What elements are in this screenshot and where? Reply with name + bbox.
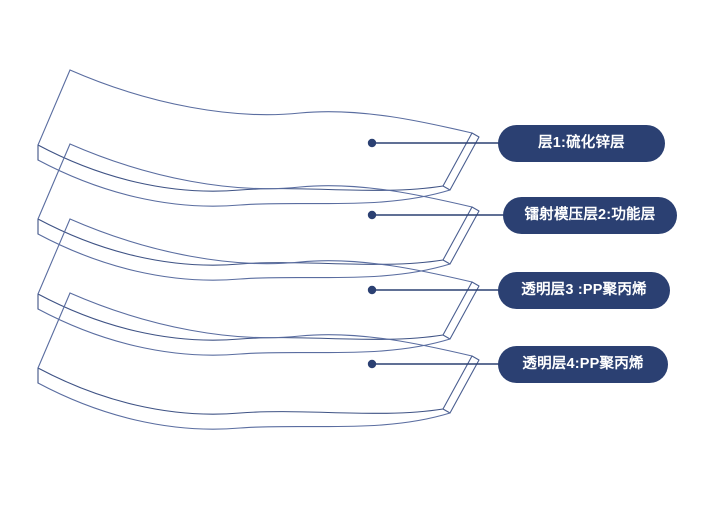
connector-dot-4[interactable] bbox=[367, 359, 377, 369]
connector-dot-3[interactable] bbox=[367, 285, 377, 295]
layer-label-1-text: 层1:硫化锌层 bbox=[538, 135, 625, 152]
layer-label-3[interactable]: 透明层3 :PP聚丙烯 bbox=[498, 272, 670, 309]
layer-label-1[interactable]: 层1:硫化锌层 bbox=[498, 125, 665, 162]
layer-label-2[interactable]: 镭射模压层2:功能层 bbox=[503, 197, 677, 234]
sheet-layer-1 bbox=[37, 69, 480, 207]
connector-dot-2[interactable] bbox=[367, 210, 377, 220]
connector-layer-2 bbox=[367, 210, 505, 220]
layer-label-4-text: 透明层4:PP聚丙烯 bbox=[522, 356, 644, 373]
sheet-layer-4 bbox=[37, 292, 480, 430]
layer-label-2-text: 镭射模压层2:功能层 bbox=[524, 207, 656, 224]
connector-group bbox=[367, 138, 505, 369]
sheet-layer-3 bbox=[37, 218, 480, 356]
connector-layer-1 bbox=[367, 138, 500, 148]
layer-label-3-text: 透明层3 :PP聚丙烯 bbox=[521, 282, 647, 299]
layer-label-4[interactable]: 透明层4:PP聚丙烯 bbox=[498, 346, 668, 383]
connector-layer-4 bbox=[367, 359, 500, 369]
sheet-group bbox=[37, 69, 480, 430]
connector-layer-3 bbox=[367, 285, 500, 295]
sheet-layer-2 bbox=[37, 143, 480, 281]
connector-dot-1[interactable] bbox=[367, 138, 377, 148]
